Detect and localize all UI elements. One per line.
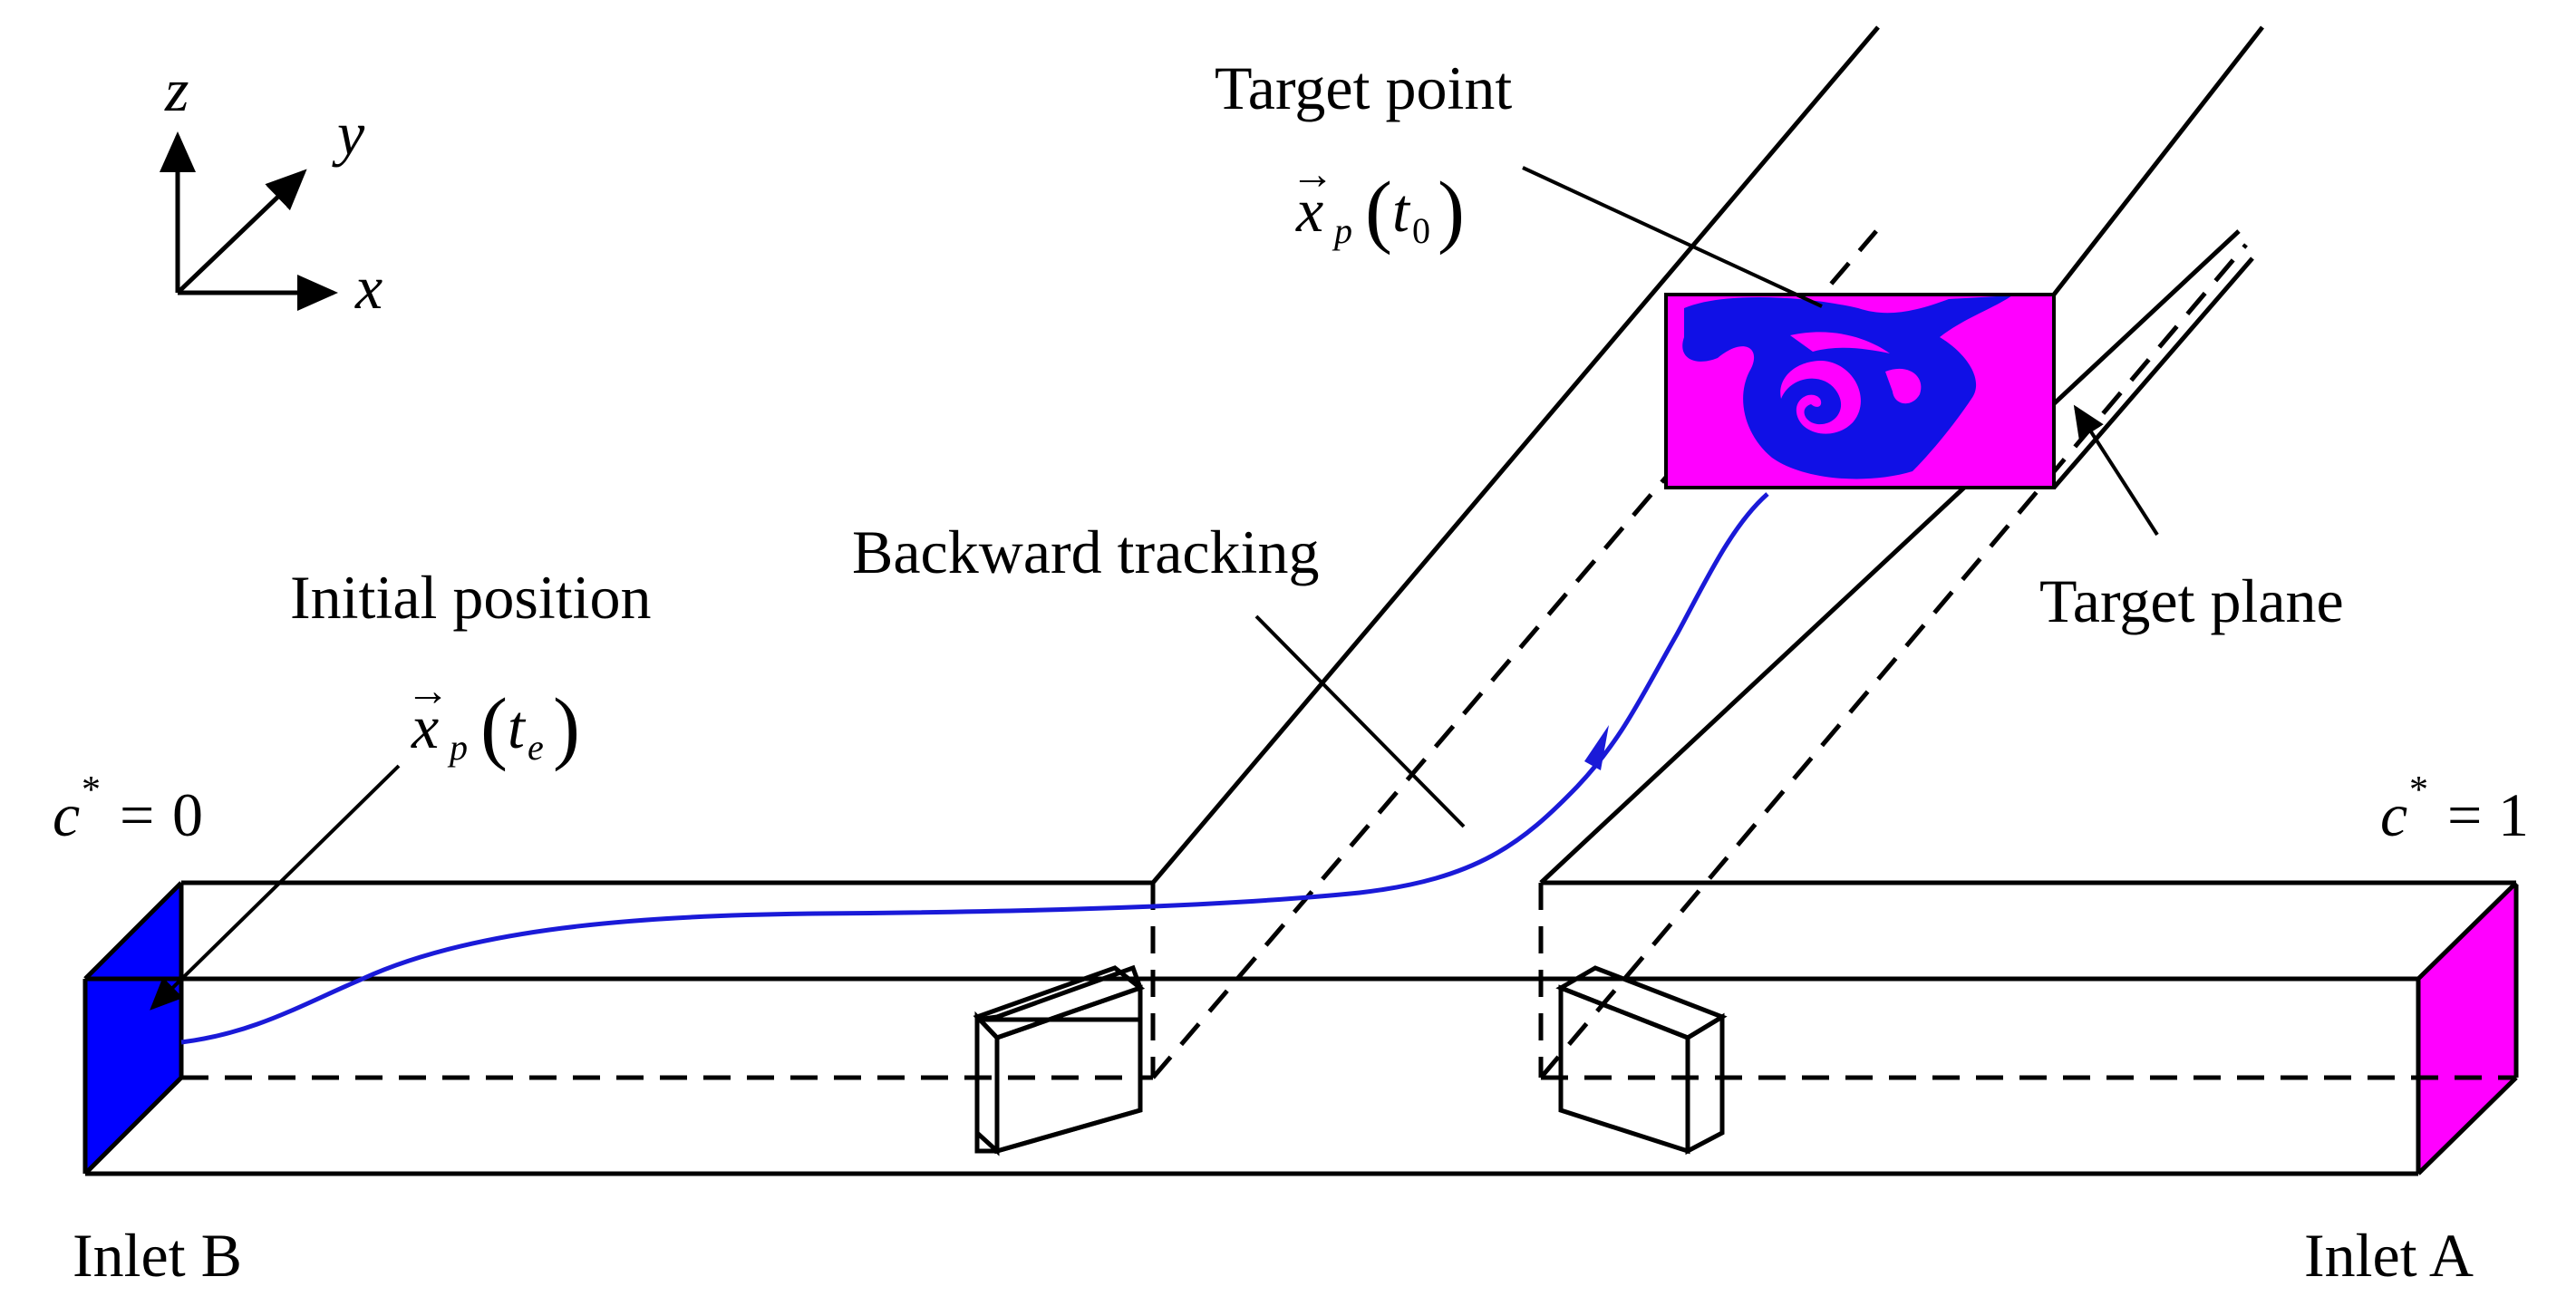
concentration-b-value: 0 [172,780,203,849]
target-point-vector-arrow: → [1291,150,1334,198]
initial-position-argument-subscript: e [528,727,544,768]
concentration-b-label: c * = 0 [53,769,203,849]
z-axis-label: z [164,55,189,124]
concentration-b-symbol: c [53,780,80,849]
initial-position-symbol: → x p ( t e ) [406,667,580,772]
concentration-b-superscript: * [82,769,101,811]
target-plane-pointer [2073,404,2159,537]
x-axis-label: x [354,253,383,322]
concentration-a-value: 1 [2498,780,2529,849]
baffle-right [1555,965,1728,1156]
concentration-a-label: c * = 1 [2380,769,2529,849]
backward-tracking-pointer [1254,614,1466,828]
backward-tracking-label: Backward tracking [852,518,1319,586]
target-point-paren-open: ( [1365,166,1392,256]
initial-position-paren-close: ) [553,682,580,772]
trajectory-arrowhead [1584,725,1609,770]
concentration-a-relation: = [2447,780,2482,849]
concentration-b-relation: = [120,780,154,849]
initial-position-paren-open: ( [480,682,508,772]
initial-position-subscript: p [447,727,468,768]
coordinate-axes: z y x [160,55,383,322]
target-point-paren-close: ) [1438,166,1465,256]
target-point-label: Target point [1215,53,1512,122]
inlet-b-face-left [85,883,181,1174]
target-plane [1664,293,2056,489]
concentration-a-superscript: * [2409,769,2428,811]
initial-position-vector-arrow: → [406,667,450,715]
y-axis-arrow [176,169,307,295]
y-axis-label: y [332,99,365,168]
concentration-a-symbol: c [2380,780,2407,849]
target-point-subscript: p [1332,210,1352,251]
particle-trajectory [180,492,1769,1045]
inlet-a-label: Inlet A [2304,1221,2474,1290]
baffle-left [973,964,1146,1156]
initial-position-vector: x [411,692,439,761]
initial-position-pointer [150,764,401,1011]
target-point-vector: x [1295,176,1323,245]
initial-position-argument: t [508,692,527,761]
target-point-symbol: → x p ( t 0 ) [1291,150,1465,256]
inlet-b-label: Inlet B [73,1221,242,1290]
target-point-argument-subscript: 0 [1412,210,1430,251]
target-point-pointer [1522,166,1823,308]
target-plane-label: Target plane [2039,566,2344,635]
target-point-argument: t [1392,176,1411,245]
main-channel [82,880,2519,1176]
initial-position-label: Initial position [290,563,652,632]
